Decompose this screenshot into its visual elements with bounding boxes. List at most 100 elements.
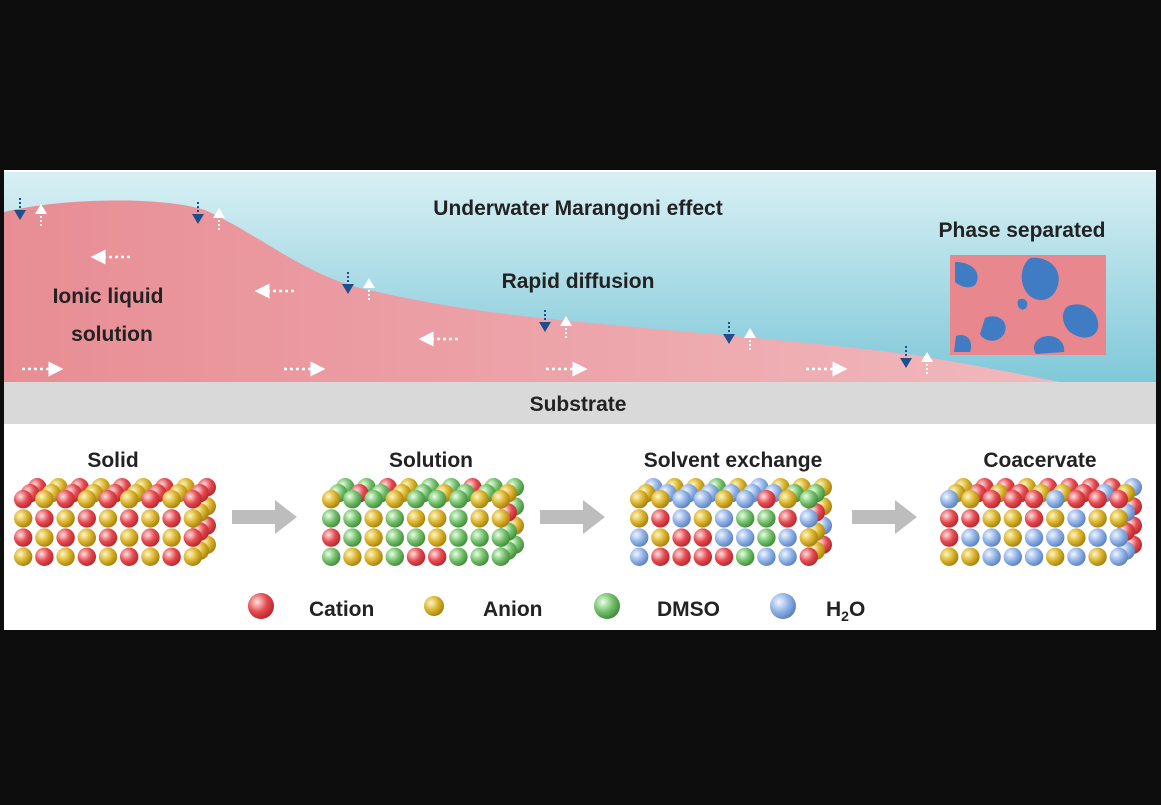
particle-dmso <box>385 528 404 547</box>
particle-dmso <box>449 490 468 509</box>
particle-cation <box>940 509 959 528</box>
particle-h2o <box>736 490 755 509</box>
particle-anion <box>714 490 734 509</box>
particle-h2o <box>1109 528 1129 547</box>
particle-dmso <box>428 490 447 509</box>
particle-anion <box>1046 509 1065 528</box>
legend-label-dmso: DMSO <box>657 598 720 621</box>
particle-dmso <box>364 490 383 509</box>
exchange-arrow-pair <box>342 272 375 300</box>
particle-anion <box>56 509 75 528</box>
particle-cation <box>56 528 75 547</box>
particle-cation <box>428 547 447 566</box>
particle-dmso <box>470 547 489 566</box>
particle-dmso <box>343 528 362 547</box>
particle-h2o <box>630 547 649 566</box>
particle-anion <box>120 528 139 547</box>
particle-cation <box>1003 490 1022 509</box>
phase-blob <box>954 334 972 352</box>
particle-h2o <box>799 509 818 528</box>
particle-anion <box>961 547 980 566</box>
legend-label-cation: Cation <box>309 598 374 621</box>
particle-cation <box>1088 490 1107 509</box>
exchange-arrow-pair <box>192 202 225 230</box>
particle-anion <box>406 509 426 528</box>
particle-dmso <box>343 509 362 528</box>
phase-blob <box>1017 298 1028 310</box>
particle-h2o <box>778 547 797 566</box>
particle-cation <box>940 528 959 547</box>
particle-anion <box>162 528 181 547</box>
particle-cation <box>672 547 691 566</box>
particle-dmso <box>322 509 341 528</box>
particle-cation <box>778 509 797 528</box>
legend-swatch-dmso <box>594 593 620 619</box>
legend-label-h2o: H2O <box>826 598 865 624</box>
particle-cation <box>14 528 33 547</box>
particle-anion <box>162 490 181 509</box>
particle-dmso <box>470 528 489 547</box>
particle-cation <box>757 490 776 509</box>
particle-cation <box>1024 509 1044 528</box>
particle-anion <box>364 509 383 528</box>
particle-cation <box>961 509 980 528</box>
phase-blob <box>955 262 978 288</box>
particle-h2o <box>1046 490 1065 509</box>
particle-h2o <box>672 490 691 509</box>
particle-cation <box>1024 490 1044 509</box>
particle-anion <box>1003 509 1022 528</box>
particle-cation <box>162 547 181 566</box>
particle-anion <box>940 547 959 566</box>
exchange-arrows <box>14 198 933 374</box>
phase-separated-inset <box>950 255 1106 355</box>
particle-anion <box>322 490 341 509</box>
particle-anion <box>120 490 139 509</box>
particle-dmso <box>757 509 776 528</box>
particle-cation <box>56 490 75 509</box>
particle-anion <box>141 509 160 528</box>
particle-anion <box>98 509 118 528</box>
particle-anion <box>1046 547 1065 566</box>
particle-cation <box>35 509 54 528</box>
exchange-arrow-pair <box>14 198 47 226</box>
particle-block-solvent-exchange <box>630 478 832 566</box>
particle-h2o <box>982 528 1001 547</box>
particle-h2o <box>1024 547 1044 566</box>
particle-anion <box>364 528 383 547</box>
ionic-liquid-film <box>4 200 1060 382</box>
particle-anion <box>491 490 510 509</box>
particle-cation <box>35 547 54 566</box>
phase-blob <box>1021 257 1059 301</box>
particle-h2o <box>1024 528 1044 547</box>
particle-anion <box>491 509 510 528</box>
particle-cation <box>714 547 734 566</box>
particle-h2o <box>940 490 959 509</box>
particle-dmso <box>406 490 426 509</box>
particle-h2o <box>1067 509 1086 528</box>
stage-label-solid: Solid <box>87 449 138 472</box>
particle-cation <box>162 509 181 528</box>
particle-cation <box>1067 490 1086 509</box>
particle-cation <box>14 490 33 509</box>
particle-dmso <box>736 547 755 566</box>
ionic-liquid-label: Ionic liquid <box>53 285 164 308</box>
particle-dmso <box>757 528 776 547</box>
particle-cation <box>799 547 818 566</box>
particle-cation <box>183 490 202 509</box>
particle-cation <box>322 528 341 547</box>
particle-anion <box>1109 509 1129 528</box>
rapid-diffusion-label: Rapid diffusion <box>502 270 655 293</box>
particle-h2o <box>1109 547 1129 566</box>
particle-h2o <box>693 490 712 509</box>
particle-dmso <box>406 528 426 547</box>
particle-anion <box>428 509 447 528</box>
phase-separated-label: Phase separated <box>939 219 1106 242</box>
legend-swatch-h2o <box>770 593 796 619</box>
particle-anion <box>141 547 160 566</box>
legend-swatch-cation <box>248 593 274 619</box>
particle-cation <box>120 509 139 528</box>
particle-cation <box>406 547 426 566</box>
legend: Cation Anion DMSO H2O <box>248 593 865 624</box>
particle-h2o <box>672 509 691 528</box>
